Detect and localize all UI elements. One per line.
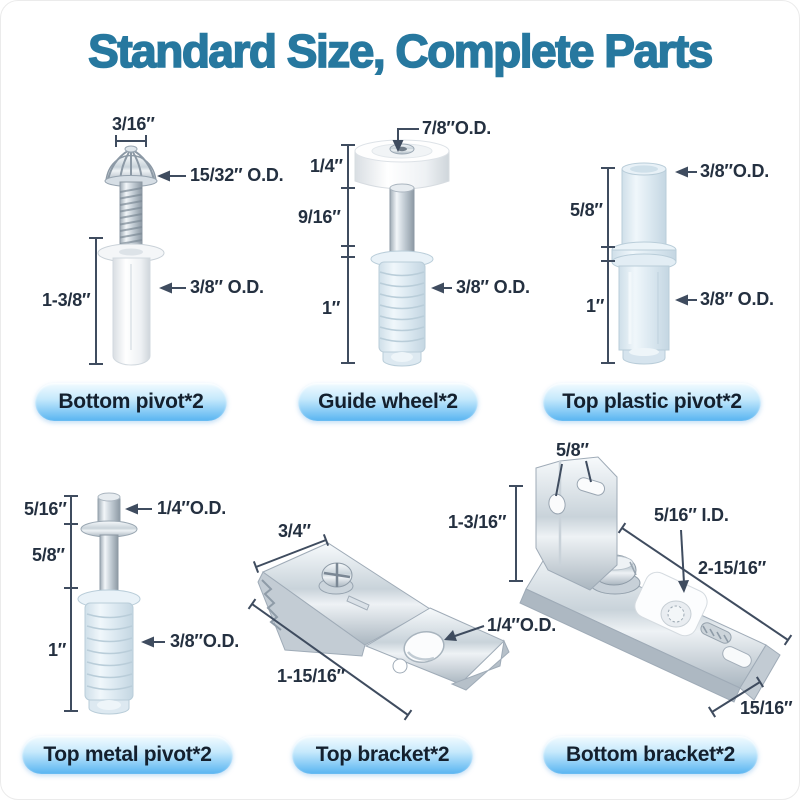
part-label-text: Top bracket*2 [315,743,450,766]
part-label-text: Bottom bracket*2 [565,743,736,766]
top-bracket-dimension-lines [247,534,485,721]
part-label-text: Top plastic pivot*2 [562,390,742,413]
dim-top-metal-pivot-pin-od: 1/4″O.D. [157,498,227,518]
dim-guide-wheel-body-od: 3/8″ O.D. [456,277,530,297]
top-bracket-illustration [257,542,510,691]
dim-guide-wheel-shaft-height: 9/16″ [298,207,341,227]
dim-top-plastic-pivot-body-height: 1″ [586,296,605,316]
dim-top-metal-pivot-shaft-height: 5/8″ [32,545,65,565]
dim-bottom-pivot-height: 1-3/8″ [42,290,91,310]
bottom-pivot-dimension-lines [89,135,186,365]
part-label-text: Bottom pivot*2 [58,390,204,413]
guide-wheel-dimension-lines [341,128,452,364]
dim-bottom-pivot-head-width: 3/16″ [112,114,155,134]
dim-guide-wheel-body-height: 1″ [322,298,341,318]
dim-bottom-bracket-hole-id: 5/16″ I.D. [654,505,729,525]
part-label-top-bracket: Top bracket*2 [292,736,473,774]
dim-bottom-pivot-head-od: 15/32″ O.D. [190,165,284,185]
top-plastic-pivot-illustration [611,162,677,365]
bottom-pivot-illustration [97,145,165,366]
dim-bottom-bracket-length: 2-15/16″ [698,558,767,578]
dim-top-bracket-length: 1-15/16″ [277,666,346,686]
part-label-top-plastic-pivot: Top plastic pivot*2 [543,383,761,421]
dim-top-metal-pivot-body-height: 1″ [48,640,67,660]
part-label-top-metal-pivot: Top metal pivot*2 [22,736,233,774]
page-title: Standard Size, Complete Parts [87,24,714,78]
dim-guide-wheel-od: 7/8″O.D. [422,118,492,138]
part-label-bottom-bracket: Bottom bracket*2 [543,736,758,774]
bottom-bracket-dimension-lines [509,460,793,718]
dim-top-bracket-width: 3/4″ [278,521,311,541]
dim-bottom-bracket-flange-height: 1-3/16″ [448,512,507,532]
top-metal-pivot-illustration [77,492,141,715]
part-label-guide-wheel: Guide wheel*2 [298,383,478,421]
top-metal-pivot-dimension-lines [64,495,165,712]
dim-bottom-bracket-hole-spacing: 5/8″ [556,440,589,460]
dim-guide-wheel-height: 1/4″ [310,156,343,176]
dim-top-plastic-pivot-top-od: 3/8″O.D. [700,161,770,181]
guide-wheel-illustration [354,139,450,367]
dim-top-metal-pivot-body-od: 3/8″O.D. [170,631,240,651]
dim-top-plastic-pivot-body-od: 3/8″ O.D. [700,289,774,309]
dim-top-plastic-pivot-top-height: 5/8″ [570,200,603,220]
dim-bottom-bracket-depth: 15/16″ [740,698,793,718]
top-plastic-pivot-dimension-lines [601,166,697,364]
bottom-bracket-illustration [519,456,781,703]
dim-top-metal-pivot-pin-height: 5/16″ [24,499,67,519]
dim-bottom-pivot-body-od: 3/8″ O.D. [190,277,264,297]
part-label-text: Top metal pivot*2 [43,743,212,766]
dim-top-bracket-hole-od: 1/4″O.D. [487,615,557,635]
part-label-text: Guide wheel*2 [318,390,458,413]
part-label-bottom-pivot: Bottom pivot*2 [35,383,227,421]
